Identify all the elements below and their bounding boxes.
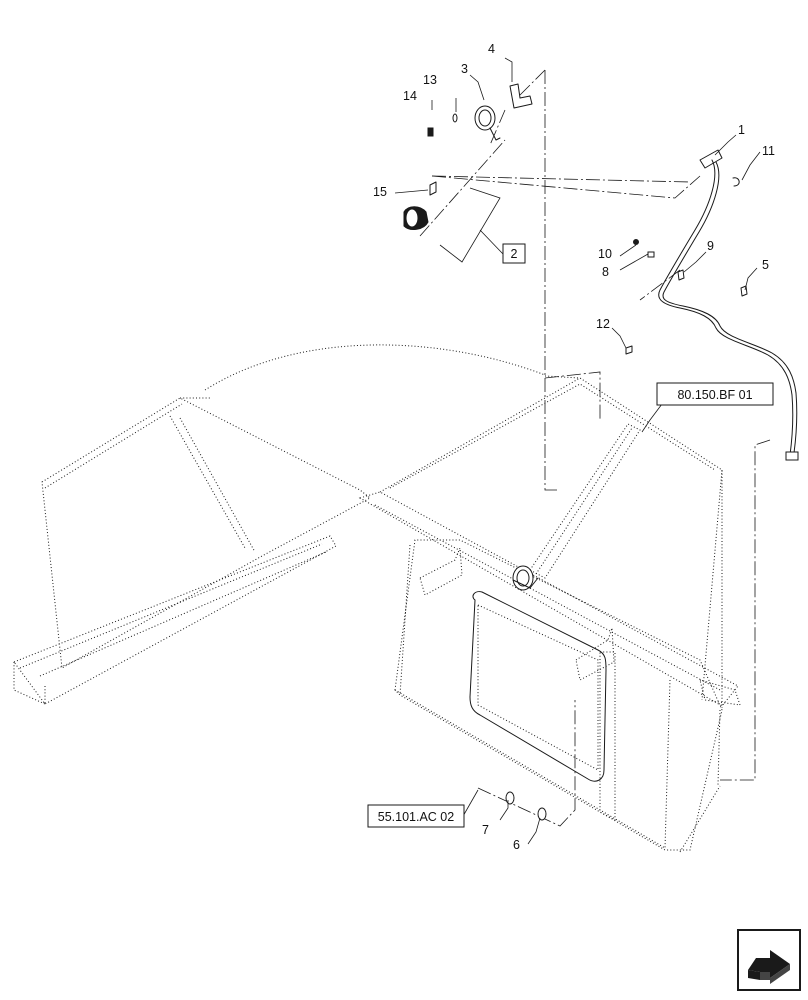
reference-55-101-ac-02[interactable]: 55.101.AC 02: [367, 804, 465, 828]
callout-6: 6: [513, 838, 520, 852]
screw-5: [740, 285, 748, 297]
lamp-3: [474, 105, 501, 141]
clip-9: [677, 269, 685, 281]
right-bracket: [575, 627, 615, 681]
callout-11: 11: [762, 144, 775, 158]
svg-text:80.150.BF 01: 80.150.BF 01: [677, 388, 752, 402]
reference-80-150-bf-01[interactable]: 80.150.BF 01: [656, 382, 774, 406]
callout-13: 13: [423, 73, 437, 87]
grommet-6: [537, 807, 547, 821]
nut-12: [625, 345, 633, 355]
next-page-arrow-icon[interactable]: [737, 929, 801, 991]
callout-leaders: [394, 57, 761, 845]
callout-1: 1: [738, 123, 745, 137]
grommet-7: [505, 791, 515, 805]
svg-text:2: 2: [511, 247, 518, 261]
svg-text:55.101.AC 02: 55.101.AC 02: [378, 810, 454, 824]
callout-7: 7: [482, 823, 489, 837]
screw-15: [429, 181, 437, 196]
work-light-2: [403, 206, 429, 230]
callout-2-box: 2: [502, 243, 526, 264]
assembly-centerlines: [419, 69, 771, 827]
right-post: [599, 651, 616, 821]
roof-outline: [204, 344, 546, 391]
left-upper-panel: [41, 397, 371, 669]
callout-14: 14: [403, 89, 417, 103]
tie-11: [732, 177, 740, 187]
callout-5: 5: [762, 258, 769, 272]
bracket-4: [509, 83, 533, 109]
mounted-lamp: [512, 565, 539, 591]
back-panel: [379, 377, 723, 708]
window-seal: [469, 591, 607, 782]
end-plate: [699, 679, 741, 706]
clip-8: [647, 251, 655, 258]
wire-harness: [658, 149, 799, 461]
callout-labels: 1 3 4 5 6 7 8 9 10 11 12 13 14 15: [373, 42, 775, 852]
washer-13: [452, 113, 458, 123]
nut-10: [633, 239, 639, 245]
front-lower-panel: [394, 539, 723, 851]
top-beam: [358, 491, 739, 707]
left-beam: [13, 535, 337, 705]
callout-10: 10: [598, 247, 612, 261]
callout-15: 15: [373, 185, 387, 199]
central-strut: [529, 423, 641, 579]
callout-3: 3: [461, 62, 468, 76]
callout-4: 4: [488, 42, 495, 56]
callout-8: 8: [602, 265, 609, 279]
hardware-parts: [403, 83, 748, 821]
left-bracket: [419, 547, 463, 596]
callout-9: 9: [707, 239, 714, 253]
callout-12: 12: [596, 317, 610, 331]
cab-frame-assembly: [13, 344, 741, 853]
bolt-14: [427, 127, 434, 137]
